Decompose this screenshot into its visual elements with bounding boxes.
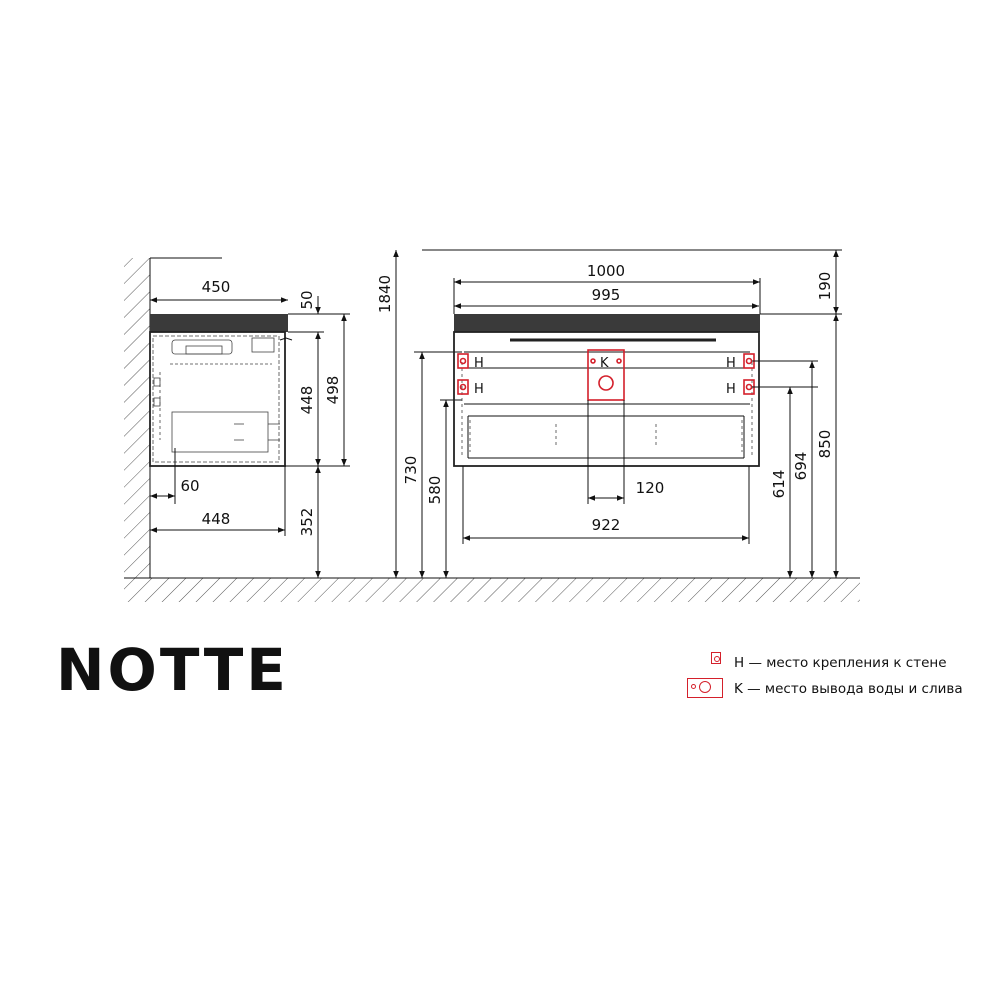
- height-dimensions: 1840 730 580: [150, 249, 842, 578]
- dim-side-body: 448: [298, 386, 316, 415]
- brand-logo: NOTTE: [56, 636, 289, 704]
- dim-height-850: 850: [816, 430, 834, 459]
- floor: [124, 577, 860, 602]
- mount-label-bottom-left: H: [474, 382, 484, 397]
- legend-text-drain: K — место вывода воды и слива: [734, 681, 963, 697]
- dim-front-top-offset: 190: [816, 272, 834, 301]
- water-drain-icon: [687, 678, 723, 698]
- dim-height-580: 580: [426, 476, 444, 505]
- mount-label-top-right: H: [726, 356, 736, 371]
- mount-label-bottom-right: H: [726, 382, 736, 397]
- dim-front-width-top: 1000: [587, 262, 625, 280]
- side-countertop: [150, 314, 288, 332]
- dim-side-wall-offset: 60: [180, 477, 199, 495]
- front-dimensions: 1000 995 120 922 614 694 850 190: [453, 250, 842, 578]
- legend-item-mount: H — место крепления к стене: [684, 652, 984, 678]
- dim-side-floor-gap: 352: [298, 508, 316, 537]
- wall-mount-icon: [711, 652, 721, 664]
- dim-side-width-top: 450: [202, 278, 231, 296]
- side-view: [149, 314, 293, 467]
- legend-text-mount: H — место крепления к стене: [734, 655, 947, 671]
- dim-height-694: 694: [792, 452, 810, 481]
- legend-item-drain: K — место вывода воды и слива: [684, 678, 984, 704]
- wall: [124, 258, 151, 578]
- drain-marker: K: [587, 349, 625, 401]
- dim-front-drain-offset: 120: [636, 479, 665, 497]
- dim-height-730: 730: [402, 456, 420, 485]
- drain-label: K: [600, 356, 609, 371]
- drain-marker-box: [587, 349, 625, 401]
- side-cabinet-body: [149, 331, 286, 467]
- front-view: [453, 314, 760, 467]
- mount-marker-bottom-left: [457, 379, 469, 395]
- legend: H — место крепления к стене K — место вы…: [684, 652, 984, 704]
- mount-marker-top-left: [457, 353, 469, 369]
- front-cabinet-body: [453, 331, 760, 467]
- dim-front-width-body: 995: [592, 286, 621, 304]
- mount-markers: H H H H: [457, 353, 755, 397]
- side-dimensions: 450 50 448 498 352 60 448: [150, 278, 350, 578]
- dim-total-1840: 1840: [376, 275, 394, 313]
- dim-side-total: 498: [324, 376, 342, 405]
- front-countertop: [454, 314, 760, 332]
- dim-side-countertop: 50: [298, 290, 316, 309]
- dim-front-mount-span: 922: [592, 516, 621, 534]
- dim-height-614: 614: [770, 470, 788, 499]
- dim-side-depth-bottom: 448: [202, 510, 231, 528]
- mount-label-top-left: H: [474, 356, 484, 371]
